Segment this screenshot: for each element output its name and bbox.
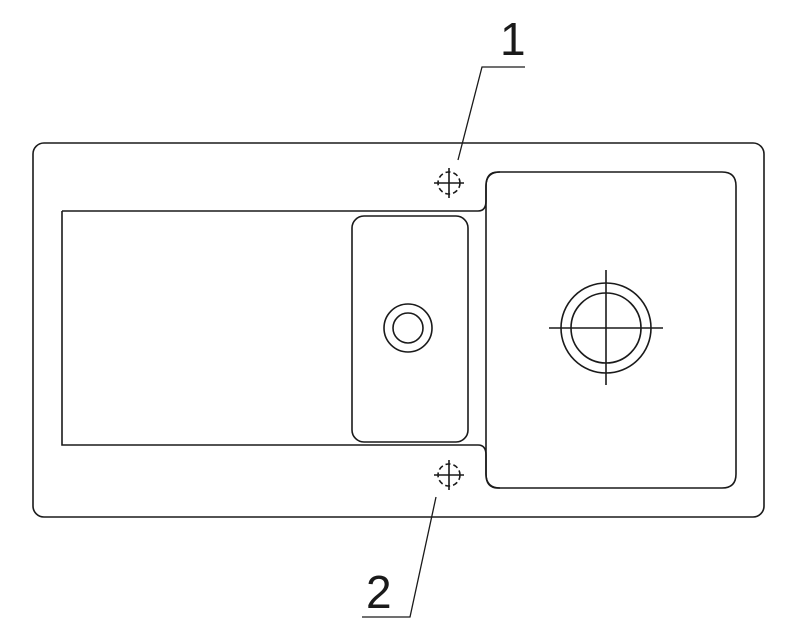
prep-bowl-drain-outer bbox=[383, 303, 433, 353]
prep-bowl bbox=[351, 215, 469, 443]
leader-line-2 bbox=[362, 496, 437, 618]
prep-bowl-drain-inner bbox=[392, 312, 424, 344]
tap-hole-1-marker bbox=[434, 168, 464, 198]
main-bowl bbox=[485, 171, 737, 489]
sink-outline bbox=[32, 142, 765, 518]
drainboard-area bbox=[61, 171, 501, 489]
callout-label-1: 1 bbox=[500, 13, 526, 65]
tap-hole-2-marker bbox=[434, 460, 464, 490]
leader-line-1 bbox=[457, 66, 525, 161]
callout-label-2: 2 bbox=[366, 566, 392, 618]
